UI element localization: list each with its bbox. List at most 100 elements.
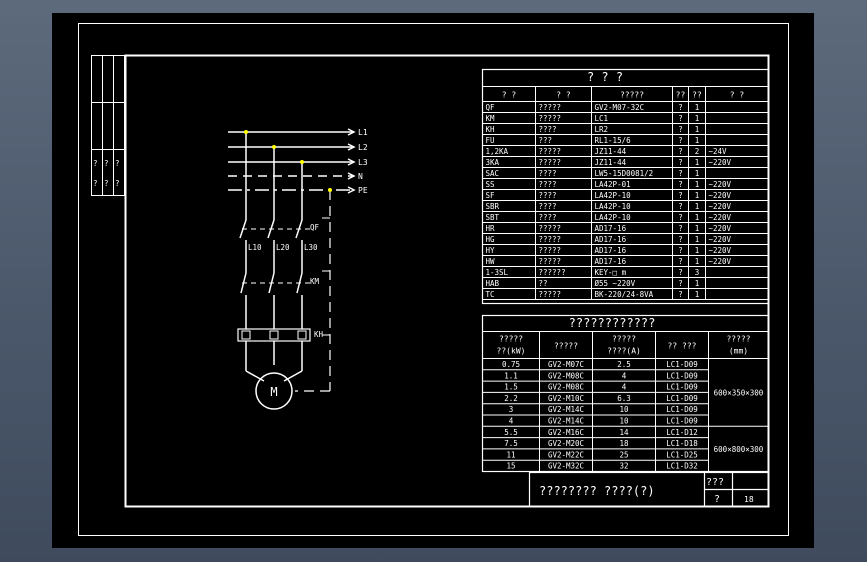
parts-table-cell: HR — [486, 224, 496, 233]
selection-table-cell: GV2-M22C — [548, 450, 584, 459]
sheet-label: ??? — [706, 477, 724, 488]
parts-table-cell: LA42P-01 — [595, 180, 631, 189]
parts-table-cell: ? — [678, 103, 683, 112]
selection-table-cell: 10 — [619, 417, 629, 426]
parts-table-cell: ?????? — [539, 268, 566, 277]
label-km: KM — [310, 277, 320, 286]
selection-table-cell: LC1-D09 — [666, 405, 698, 414]
parts-table-cell: HG — [486, 235, 496, 244]
power-circuit — [228, 128, 356, 392]
parts-table-cell: JZ11-44 — [595, 158, 627, 167]
selection-table-cell: GV2-M10C — [548, 394, 584, 403]
selection-table-cell: 32 — [619, 462, 628, 471]
selection-table-cell: LC1-D12 — [666, 428, 698, 437]
selection-table-header: ????? — [726, 335, 750, 344]
parts-table-cell: ???? — [539, 169, 557, 178]
parts-table-cell: HY — [486, 246, 496, 255]
parts-table-cell: ????? — [539, 147, 562, 156]
parts-table-cell: ???? — [539, 125, 557, 134]
parts-table-title: ? ? ? — [587, 70, 623, 84]
drawing-sheet: ??? ??? — [52, 13, 814, 548]
label-l30: L30 — [304, 243, 318, 252]
parts-table-cell: BK-220/24-8VA — [595, 290, 654, 299]
parts-table-cell: GV2-M07-32C — [595, 103, 645, 112]
label-qf: QF — [310, 223, 320, 232]
enclosure-size: 600×800×300 — [714, 445, 764, 454]
parts-table-cell: QF — [486, 103, 496, 112]
selection-table-cell: 6.3 — [617, 394, 631, 403]
selection-table-header: ?? ??? — [668, 342, 697, 351]
label-l10: L10 — [248, 243, 262, 252]
selection-table-cell: 25 — [619, 450, 628, 459]
parts-table-cell: ????? — [539, 103, 562, 112]
selection-table-cell: 10 — [619, 405, 629, 414]
parts-table-cell: LW5-15D0081/2 — [595, 169, 654, 178]
parts-table-cell: ????? — [539, 224, 562, 233]
parts-table-cell: ? — [678, 169, 683, 178]
selection-table-cell: 2.5 — [617, 360, 631, 369]
parts-table-cell: LA42P-10 — [595, 191, 632, 200]
parts-table-cell: ? — [678, 158, 683, 167]
selection-table-header: ????? — [554, 342, 578, 351]
parts-table-cell: ? — [678, 257, 683, 266]
revision-strip-marks: ??? ??? — [93, 159, 120, 188]
parts-table-cell: ???? — [539, 180, 557, 189]
parts-table-cell: ? — [678, 268, 683, 277]
parts-table-cell: 1 — [695, 169, 700, 178]
svg-text:?: ? — [115, 179, 120, 188]
revision-strip — [91, 55, 125, 196]
parts-table-cell: ~220V — [709, 191, 732, 200]
parts-table-cell: 1 — [695, 213, 700, 222]
parts-table-header: ? ? — [730, 91, 745, 100]
parts-table-cell: FU — [486, 136, 495, 145]
outer-frame — [78, 23, 789, 536]
parts-table-cell: ~220V — [709, 257, 732, 266]
parts-table-cell: RL1-15/6 — [595, 136, 632, 145]
parts-table-header: ? ? — [556, 91, 571, 100]
parts-table-cell: ????? — [539, 114, 562, 123]
selection-table-cell: GV2-M20C — [548, 439, 584, 448]
parts-table-cell: 1 — [695, 158, 700, 167]
parts-table-cell: 1 — [695, 224, 700, 233]
selection-table-cell: LC1-D18 — [666, 439, 698, 448]
parts-table-cell: 1 — [695, 180, 700, 189]
selection-table-cell: GV2-M14C — [548, 405, 584, 414]
parts-table-cell: AD17-16 — [595, 224, 627, 233]
parts-table-cell: AD17-16 — [595, 246, 627, 255]
drawing-title: ???????? ????(?) — [539, 484, 655, 498]
parts-table-cell: Ø55 ~220V — [595, 279, 636, 288]
motor-label: M — [270, 385, 277, 399]
selection-table-cell: LC1-D09 — [666, 417, 698, 426]
parts-table-cell: ~220V — [709, 246, 732, 255]
selection-table-cell: 1.5 — [504, 383, 518, 392]
label-pe: PE — [358, 186, 368, 195]
parts-table-cell: 1-3SL — [486, 268, 509, 277]
parts-table-cell: SAC — [486, 169, 500, 178]
parts-table-cell: HAB — [486, 279, 500, 288]
selection-table-header: ????? — [499, 335, 523, 344]
selection-table-cell: GV2-M32C — [548, 462, 584, 471]
parts-table-header: ????? — [620, 91, 644, 100]
selection-table-header: ????? — [612, 335, 636, 344]
label-l1: L1 — [358, 128, 368, 137]
selection-table-header: (mm) — [729, 347, 748, 356]
parts-table-cell: ? — [678, 180, 683, 189]
junction-dots — [244, 130, 332, 192]
parts-table-header: ?? — [692, 91, 702, 100]
parts-table-cell: LR2 — [595, 125, 609, 134]
selection-table-cell: GV2-M08C — [548, 383, 584, 392]
selection-table-cell: 2.2 — [504, 394, 518, 403]
parts-table-cell: ~220V — [709, 180, 732, 189]
parts-table-cell: KEY-□ m — [595, 268, 627, 277]
parts-table-cell: KH — [486, 125, 496, 134]
selection-table-cell: 11 — [506, 450, 515, 459]
parts-table-cell: JZ11-44 — [595, 147, 627, 156]
title-block — [528, 471, 770, 508]
parts-table-cell: ? — [678, 136, 683, 145]
parts-table-cell: ? — [678, 202, 683, 211]
parts-table-cell: ? — [678, 290, 683, 299]
parts-table-cell: LC1 — [595, 114, 609, 123]
parts-table-cell: 1 — [695, 235, 700, 244]
svg-text:?: ? — [93, 159, 98, 168]
label-kh: KH — [314, 330, 324, 339]
